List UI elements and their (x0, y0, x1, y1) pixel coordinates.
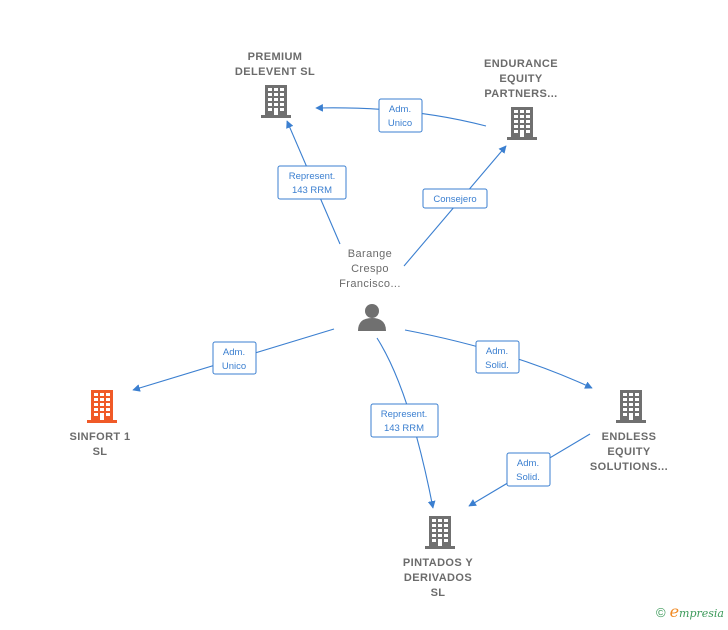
edge-center-endurance[interactable]: Consejero (403, 145, 507, 267)
edge-center-premium[interactable]: Represent. 143 RRM (277, 120, 347, 245)
footer-brand: © empresia (656, 602, 724, 622)
node-label-line: PARTNERS... (484, 88, 557, 100)
node-label-line: PREMIUM (248, 51, 303, 63)
node-label-line: PINTADOS Y (403, 557, 473, 569)
node-label-line: EQUITY (607, 446, 651, 458)
node-endless-equity[interactable]: ENDLESS EQUITY SOLUTIONS... (590, 390, 668, 473)
node-label-line: SINFORT 1 (69, 431, 130, 443)
edge-label-line: Consejero (433, 194, 476, 205)
node-label-line: ENDURANCE (484, 58, 558, 70)
brand-logo[interactable]: empresia (670, 602, 724, 622)
node-premium-delevent[interactable]: PREMIUM DELEVENT SL (235, 51, 315, 118)
building-icon (616, 390, 646, 423)
node-person-barange[interactable]: Barange Crespo Francisco... (339, 248, 401, 331)
edge-label-line: Solid. (485, 360, 509, 371)
building-icon (425, 516, 455, 549)
person-icon (358, 304, 386, 331)
edge-endurance-premium[interactable]: Adm. Unico (315, 98, 487, 133)
node-label-line: ENDLESS (602, 431, 657, 443)
person-label-line: Barange (348, 248, 392, 260)
edge-label-line: Represent. (381, 409, 427, 420)
edge-label-line: Adm. (486, 346, 508, 357)
copyright-icon: © (655, 604, 666, 620)
node-pintados[interactable]: PINTADOS Y DERIVADOS SL (403, 516, 473, 599)
node-label-line: SL (93, 446, 108, 458)
edge-label-line: Adm. (517, 458, 539, 469)
person-label-line: Francisco... (339, 278, 401, 290)
building-icon (261, 85, 291, 118)
node-label-line: SOLUTIONS... (590, 461, 668, 473)
edge-label-line: Represent. (289, 171, 335, 182)
building-icon (507, 107, 537, 140)
node-label-line: SL (431, 587, 446, 599)
edge-label-line: 143 RRM (292, 185, 332, 196)
node-sinfort[interactable]: SINFORT 1 SL (69, 390, 130, 458)
node-label-line: DELEVENT SL (235, 66, 315, 78)
person-label-line: Crespo (351, 263, 389, 275)
edge-label-line: 143 RRM (384, 423, 424, 434)
brand-initial: e (669, 602, 680, 621)
node-label-line: EQUITY (499, 73, 543, 85)
edge-label-line: Unico (388, 118, 412, 129)
edge-center-endless[interactable]: Adm. Solid. (404, 329, 593, 389)
edge-label-line: Solid. (516, 472, 540, 483)
edge-label-line: Adm. (223, 347, 245, 358)
edge-label-line: Adm. (389, 104, 411, 115)
edge-endless-pintados[interactable]: Adm. Solid. (468, 433, 591, 507)
building-icon (87, 390, 117, 423)
edge-center-sinfort[interactable]: Adm. Unico (132, 328, 335, 392)
brand-name: mpresia (679, 607, 724, 620)
edge-center-pintados[interactable]: Represent. 143 RRM (370, 337, 439, 509)
edge-label-line: Unico (222, 361, 246, 372)
node-label-line: DERIVADOS (404, 572, 472, 584)
node-endurance-equity[interactable]: ENDURANCE EQUITY PARTNERS... (484, 58, 558, 140)
